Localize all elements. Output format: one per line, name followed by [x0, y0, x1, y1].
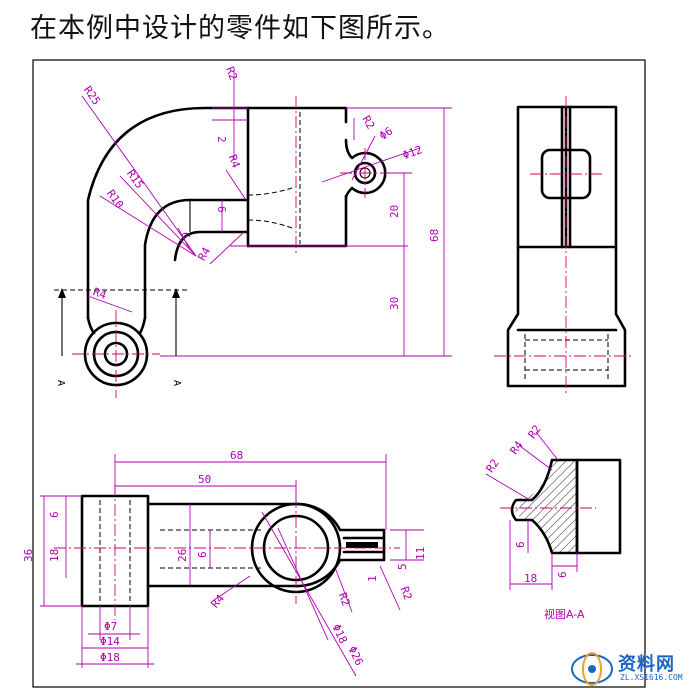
dim-r2-lug: R2 — [359, 114, 377, 132]
dim-sec-6: 6 — [514, 541, 527, 548]
dim-top-11: 11 — [414, 547, 427, 560]
dim-r25: R25 — [81, 84, 103, 108]
dim-dia6: Φ6 — [377, 125, 395, 143]
section-mark-left: A — [55, 380, 66, 386]
dim-2: 2 — [215, 136, 228, 143]
dim-top-50: 50 — [198, 473, 211, 486]
view-label: 视图A-A — [544, 607, 585, 621]
dim-top-dia26: Φ26 — [346, 644, 366, 668]
section-mark-right: A — [171, 380, 182, 386]
dim-top-26: 26 — [176, 549, 189, 562]
dim-r4-low: R4 — [195, 245, 213, 263]
dim-top-r2a: R2 — [336, 591, 353, 608]
dim-top-18: 18 — [48, 549, 61, 562]
dim-r15: R15 — [124, 167, 146, 191]
dim-dia12: Φ12 — [401, 143, 424, 162]
section-view-a-a: R2 R4 R2 6 6 18 视图A-A — [484, 423, 622, 621]
dim-top-5: 5 — [396, 563, 409, 570]
dim-68: 68 — [428, 229, 441, 242]
dim-20: 20 — [388, 205, 401, 218]
dim-top-1: 1 — [366, 575, 379, 582]
dim-sec-6b: 6 — [556, 571, 569, 578]
watermark-logo — [571, 652, 613, 686]
dim-6a: 6 — [215, 206, 228, 213]
dim-r2-top: R2 — [223, 65, 240, 82]
dim-top-6: 6 — [48, 511, 61, 518]
drawing-frame — [32, 59, 646, 688]
dim-r4-mid: R4 — [226, 153, 243, 170]
watermark-text: 资料网 — [618, 654, 675, 675]
dim-top-r4: R4 — [208, 592, 227, 611]
dim-6b: 6 — [179, 232, 192, 239]
dim-r4-left: R4 — [91, 285, 108, 302]
side-view — [494, 96, 634, 396]
dim-top-dia14: Φ14 — [100, 635, 120, 648]
dim-sec-r2a: R2 — [484, 457, 502, 475]
dim-30: 30 — [388, 297, 401, 310]
dim-top-6b: 6 — [196, 551, 209, 558]
caption: 在本例中设计的零件如下图所示。 — [30, 13, 450, 44]
dim-sec-r4: R4 — [508, 438, 526, 457]
front-view: A A R2 R25 R15 R10 R4 R4 R4 2 6 6 R2 — [54, 65, 452, 398]
dim-top-36: 36 — [22, 549, 35, 562]
dim-top-r2b: R2 — [398, 585, 415, 602]
dim-top-dia7: Φ7 — [104, 620, 117, 633]
top-view: 68 50 36 6 18 26 6 R4 R2 R2 1 5 11 Φ7 Φ1… — [22, 449, 427, 677]
dim-r10: R10 — [104, 187, 126, 211]
dim-sec-r2b: R2 — [526, 423, 544, 441]
watermark-url: ZL.XS1616.COM — [620, 673, 683, 682]
dim-top-dia18-left: Φ18 — [100, 651, 120, 664]
dim-top-68: 68 — [230, 449, 243, 462]
dim-top-dia18: Φ18 — [330, 622, 350, 646]
dim-sec-18: 18 — [524, 572, 537, 585]
